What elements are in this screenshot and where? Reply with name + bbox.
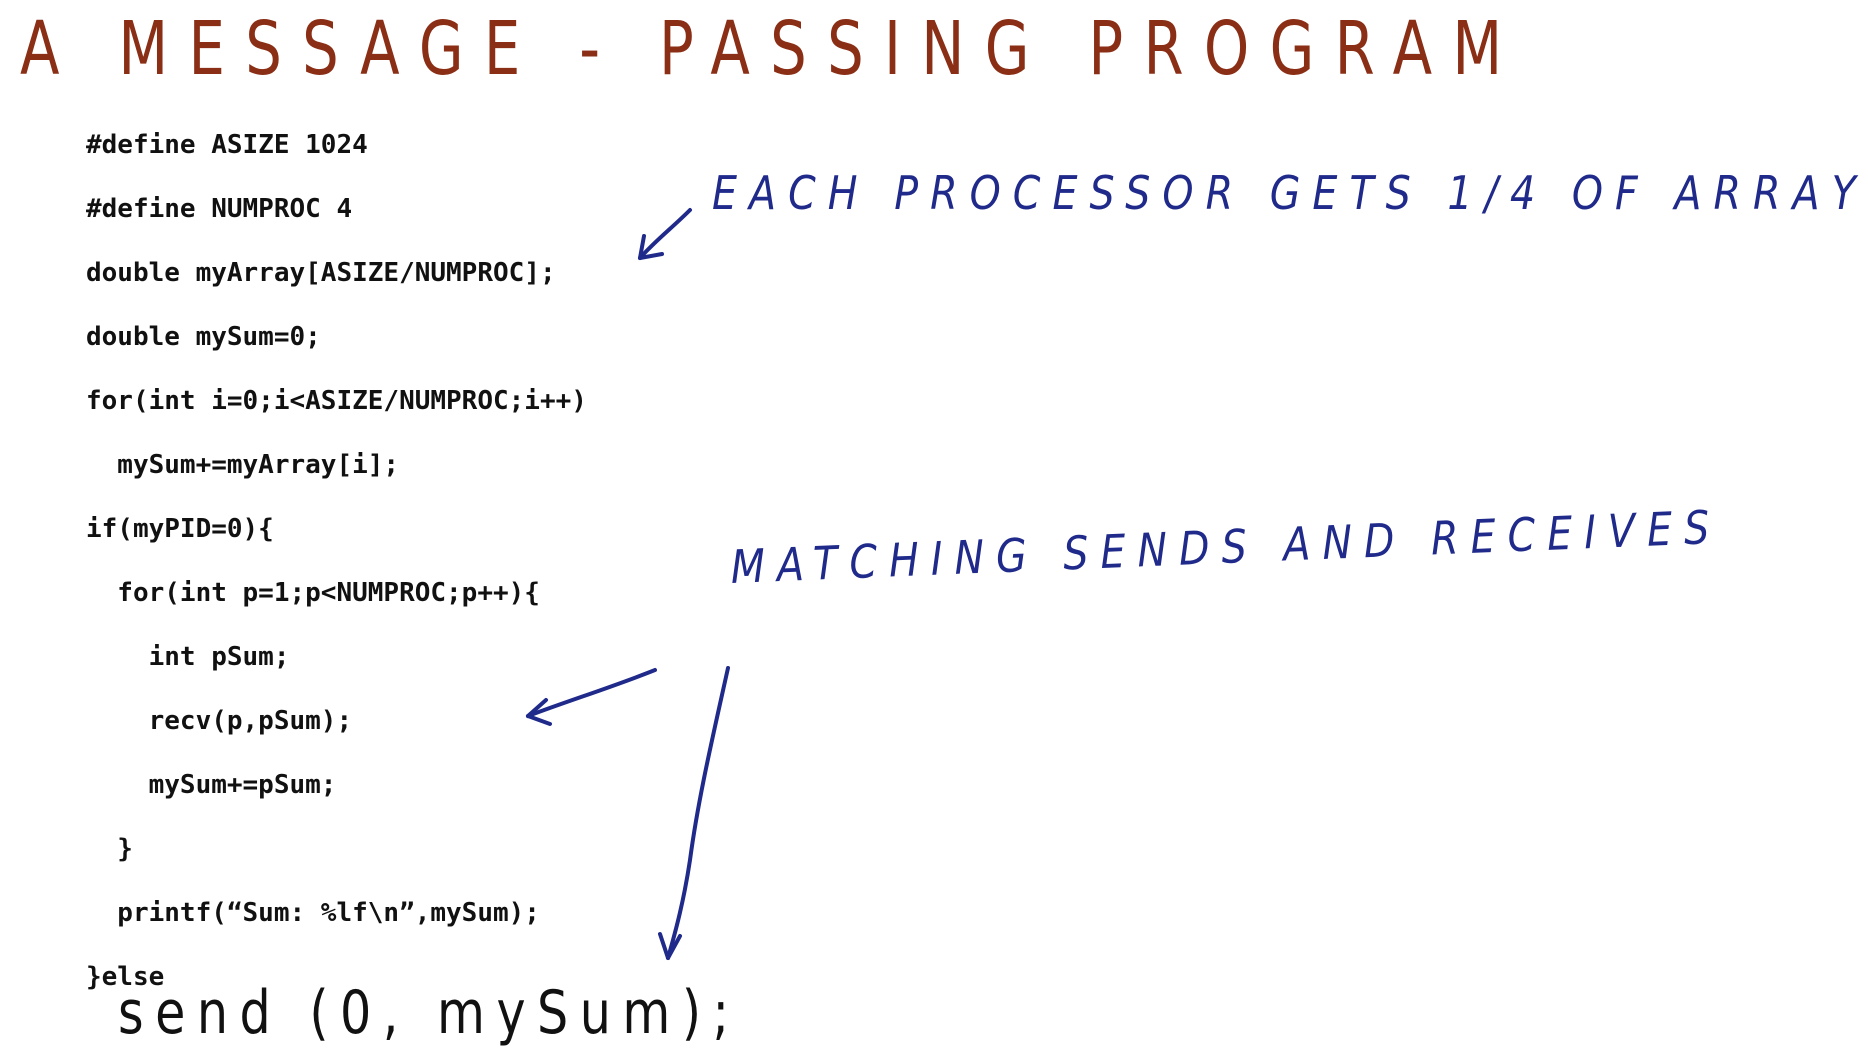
annotation-array-split: EACH PROCESSOR GETS 1/4 OF ARRAY <box>712 166 1868 220</box>
code-line: } <box>86 834 133 864</box>
arrow-to-recv-icon <box>526 668 657 726</box>
code-line: }else <box>86 962 165 992</box>
code-line: for(int p=1;p<NUMPROC;p++){ <box>86 578 540 608</box>
handwritten-send-call: send (0, mySum); <box>118 978 741 1048</box>
code-line: #define ASIZE 1024 <box>86 130 368 160</box>
code-line: mySum+=pSum; <box>86 770 337 800</box>
code-line: if(myPID=0){ <box>86 514 274 544</box>
code-line: recv(p,pSum); <box>86 706 353 736</box>
code-line: mySum+=myArray[i]; <box>86 450 400 480</box>
annotation-matching-messages: MATCHING SENDS AND RECEIVES <box>730 499 1722 594</box>
code-line: double mySum=0; <box>86 322 321 352</box>
code-line: double myArray[ASIZE/NUMPROC]; <box>86 258 556 288</box>
slide-title: A MESSAGE - PASSING PROGRAM <box>20 6 1523 92</box>
code-line: int pSum; <box>86 642 290 672</box>
code-line: #define NUMPROC 4 <box>86 194 353 224</box>
slide-page: A MESSAGE - PASSING PROGRAM #define ASIZ… <box>20 6 1856 1048</box>
code-line: for(int i=0;i<ASIZE/NUMPROC;i++) <box>86 386 587 416</box>
arrow-to-send-icon <box>658 666 730 960</box>
arrow-to-array-icon <box>638 208 692 260</box>
code-line: printf(“Sum: %lf\n”,mySum); <box>86 898 540 928</box>
